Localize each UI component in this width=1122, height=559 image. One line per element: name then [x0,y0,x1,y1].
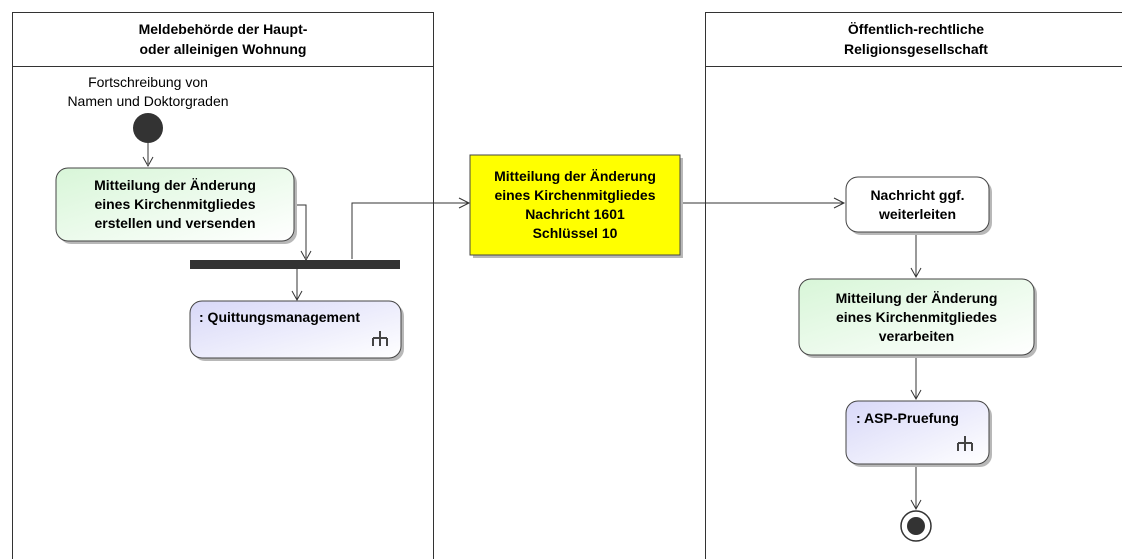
arrowhead [291,290,303,302]
connectors [142,143,922,511]
swimlane-right [705,12,1122,559]
action-receipt [189,300,404,361]
action-receipt-label: : Quittungsmanagement [199,309,361,325]
action-asp-label: : ASP-Pruefung [856,410,959,426]
start-node [133,113,163,143]
end-node [900,510,932,542]
fork-bar [190,260,400,269]
rake-icon [957,436,973,451]
message-box [469,154,683,258]
arrowhead [142,156,154,168]
lane-left-title: Meldebehörde der Haupt- oder alleinigen … [138,21,308,57]
edge-send-fork [293,204,307,258]
message-box-label: Mitteilung der Änderung eines Kirchenmit… [494,168,656,241]
action-forward [845,176,992,235]
action-forward-label: Nachricht ggf. weiterleiten [870,186,965,222]
action-process [798,278,1037,358]
action-send-label: Mitteilung der Änderung eines Kirchenmit… [94,177,256,231]
start-label: Fortschreibung von Namen und Doktorgrade… [67,74,229,109]
swimlane-left [12,12,434,559]
arrowhead [910,499,922,511]
action-send [55,167,297,244]
arrowhead [910,267,922,279]
lane-right-title: Öffentlich-rechtliche Religionsgesellsch… [844,21,988,57]
arrowhead [833,197,846,209]
rake-icon [372,331,388,346]
action-process-label: Mitteilung der Änderung eines Kirchenmit… [835,289,998,344]
action-asp [845,400,992,467]
edge-fork-message [351,202,469,259]
arrowhead [910,389,922,401]
arrowhead [458,197,471,209]
